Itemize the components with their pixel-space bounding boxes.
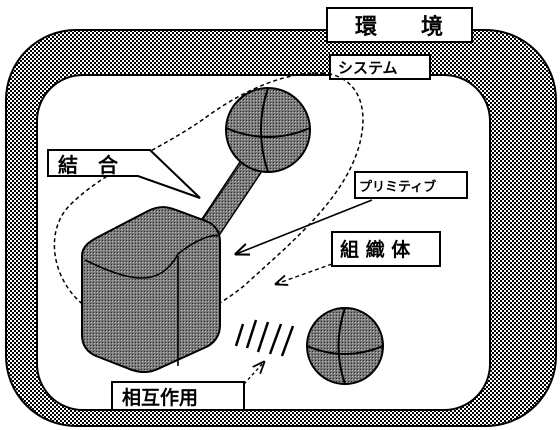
combination-label: 結 合 <box>58 153 119 177</box>
interaction-callout: 相互作用 <box>111 362 264 411</box>
interaction-lines <box>234 319 295 357</box>
primitive-label: プリミティブ <box>359 179 436 195</box>
primitive-callout: プリミティブ <box>236 171 468 254</box>
combination-callout: 結 合 <box>47 149 201 199</box>
interaction-label: 相互作用 <box>122 386 198 409</box>
environment-label: 環 境 <box>355 14 443 40</box>
cube <box>81 206 221 374</box>
organism-label: 組 織 体 <box>340 238 411 261</box>
environment-label-box: 環 境 <box>326 7 473 43</box>
system-label: システム <box>338 59 398 77</box>
lower-sphere <box>306 307 384 385</box>
organism-boundary <box>53 72 364 327</box>
organism-callout: 組 織 体 <box>276 231 441 284</box>
upper-sphere <box>225 87 311 173</box>
system-label-box: システム <box>329 54 431 80</box>
